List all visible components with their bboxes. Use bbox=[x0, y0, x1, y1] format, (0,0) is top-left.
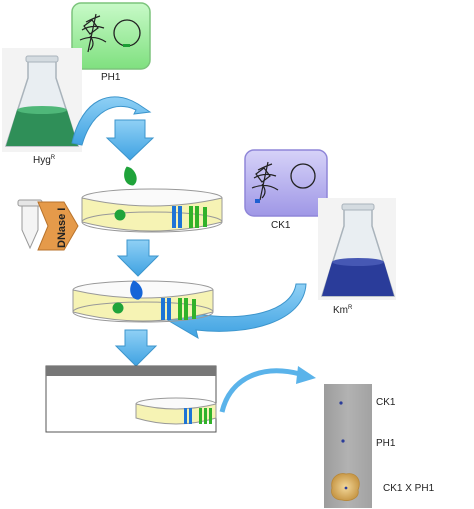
ph1-plasmid-box bbox=[71, 2, 151, 70]
result-label-ph1: PH1 bbox=[376, 438, 396, 449]
hyg-label: HygR bbox=[33, 155, 56, 166]
ck1-plasmid-box bbox=[244, 149, 328, 217]
km-label: KmR bbox=[333, 305, 353, 316]
result-label-cross: CK1 X PH1 bbox=[383, 483, 435, 494]
hyg-flask bbox=[2, 48, 82, 152]
plasmid-icon bbox=[290, 163, 316, 189]
curved-arrow-icon bbox=[71, 96, 152, 146]
plant-sketch-icon bbox=[251, 161, 279, 201]
result-label-ck1: CK1 bbox=[376, 397, 396, 408]
ck1-top-label: CK1 bbox=[271, 220, 291, 231]
dnase-tube: DNase I bbox=[17, 199, 79, 251]
tube-icon bbox=[21, 203, 39, 250]
dnase-label: DNase I bbox=[56, 208, 68, 248]
curved-arrow-icon bbox=[219, 368, 301, 413]
ph1-top-label: PH1 bbox=[101, 72, 121, 83]
droplet-icon bbox=[130, 280, 143, 300]
petri-dish-1 bbox=[81, 188, 223, 233]
incubator-box bbox=[45, 365, 217, 433]
result-plate-photo bbox=[324, 384, 372, 508]
petri-dish-3 bbox=[135, 397, 217, 425]
droplet-icon bbox=[124, 166, 137, 186]
petri-dish-2 bbox=[72, 280, 214, 323]
km-flask bbox=[318, 198, 396, 300]
plant-sketch-icon bbox=[79, 13, 107, 53]
